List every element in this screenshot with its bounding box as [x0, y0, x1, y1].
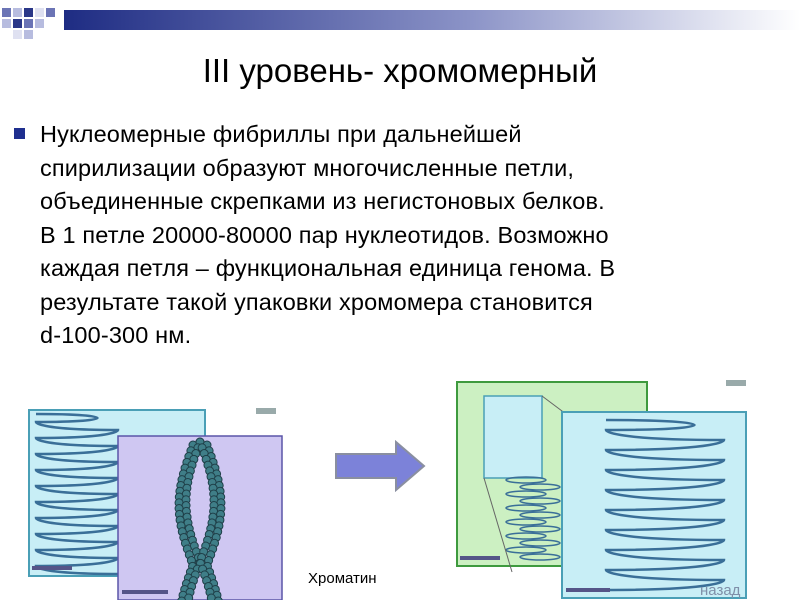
- loop-fiber-left: [34, 412, 120, 576]
- square-bullet-icon: [14, 128, 25, 139]
- right-arrow-icon: [335, 440, 426, 492]
- back-link[interactable]: назад: [700, 582, 741, 599]
- header-gradient-band: [2, 8, 800, 39]
- condensed-chromosome-beads: [174, 437, 226, 600]
- scale-mark: [256, 408, 276, 414]
- loop-fiber-right: [604, 418, 726, 592]
- violet-panel: [117, 435, 283, 600]
- bullet-paragraph: Нуклеомерные фибриллы при дальнейшей спи…: [40, 121, 616, 348]
- small-cyan-inset: [483, 395, 543, 479]
- chromomere-zoom-figure: [456, 380, 747, 599]
- zoom-line: [483, 477, 513, 573]
- slide-title: III уровень- хромомерный: [202, 52, 598, 89]
- panel-label-mark: [32, 566, 72, 570]
- panel-label-mark: [460, 556, 500, 560]
- panel-label-mark: [566, 588, 610, 592]
- scale-mark: [726, 380, 746, 386]
- chromatin-loops-figure: [28, 408, 283, 600]
- chromatin-caption: Хроматин: [308, 570, 377, 587]
- corner-squares-decoration: [2, 8, 55, 39]
- panel-label-mark: [122, 590, 168, 594]
- coil-pattern: [505, 476, 561, 561]
